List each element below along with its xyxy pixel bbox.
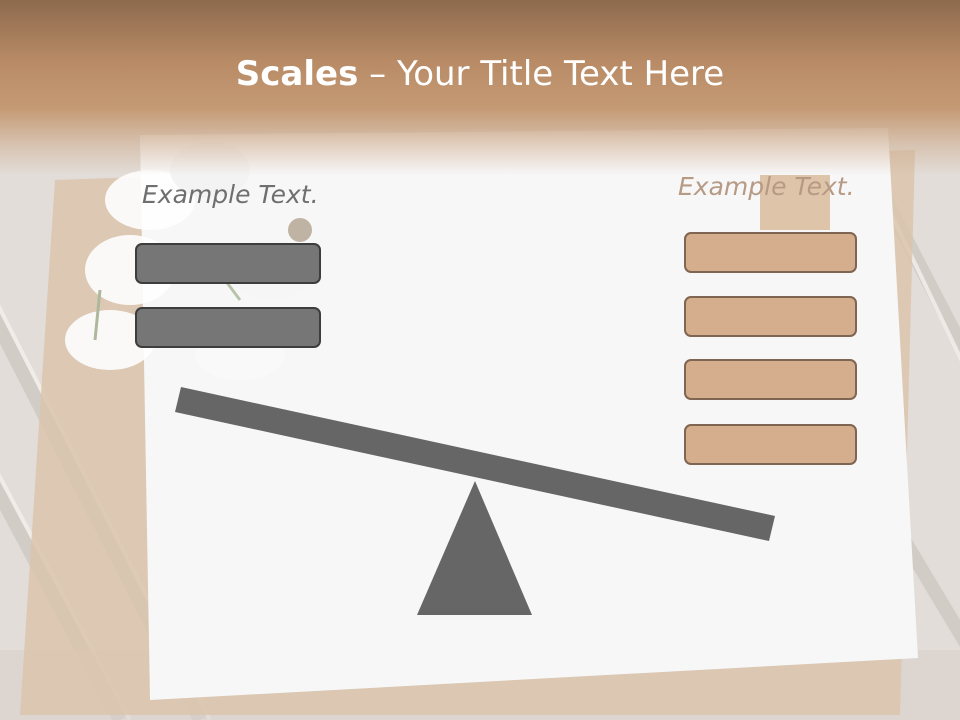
title-band <box>0 0 960 175</box>
right-box-4[interactable] <box>684 424 857 465</box>
right-box-2[interactable] <box>684 296 857 337</box>
left-box-2[interactable] <box>135 307 321 348</box>
title-text: – Your Title Text Here <box>358 54 725 94</box>
right-box-3[interactable] <box>684 359 857 400</box>
seesaw-fulcrum[interactable] <box>417 481 532 615</box>
right-box-1[interactable] <box>684 232 857 273</box>
seesaw-beam[interactable] <box>175 387 775 541</box>
left-example-text[interactable]: Example Text. <box>142 180 319 209</box>
left-box-1[interactable] <box>135 243 321 284</box>
title-bold-word: Scales <box>235 54 359 94</box>
slide-title[interactable]: Scales – Your Title Text Here <box>0 52 960 96</box>
right-example-text[interactable]: Example Text. <box>678 172 855 201</box>
